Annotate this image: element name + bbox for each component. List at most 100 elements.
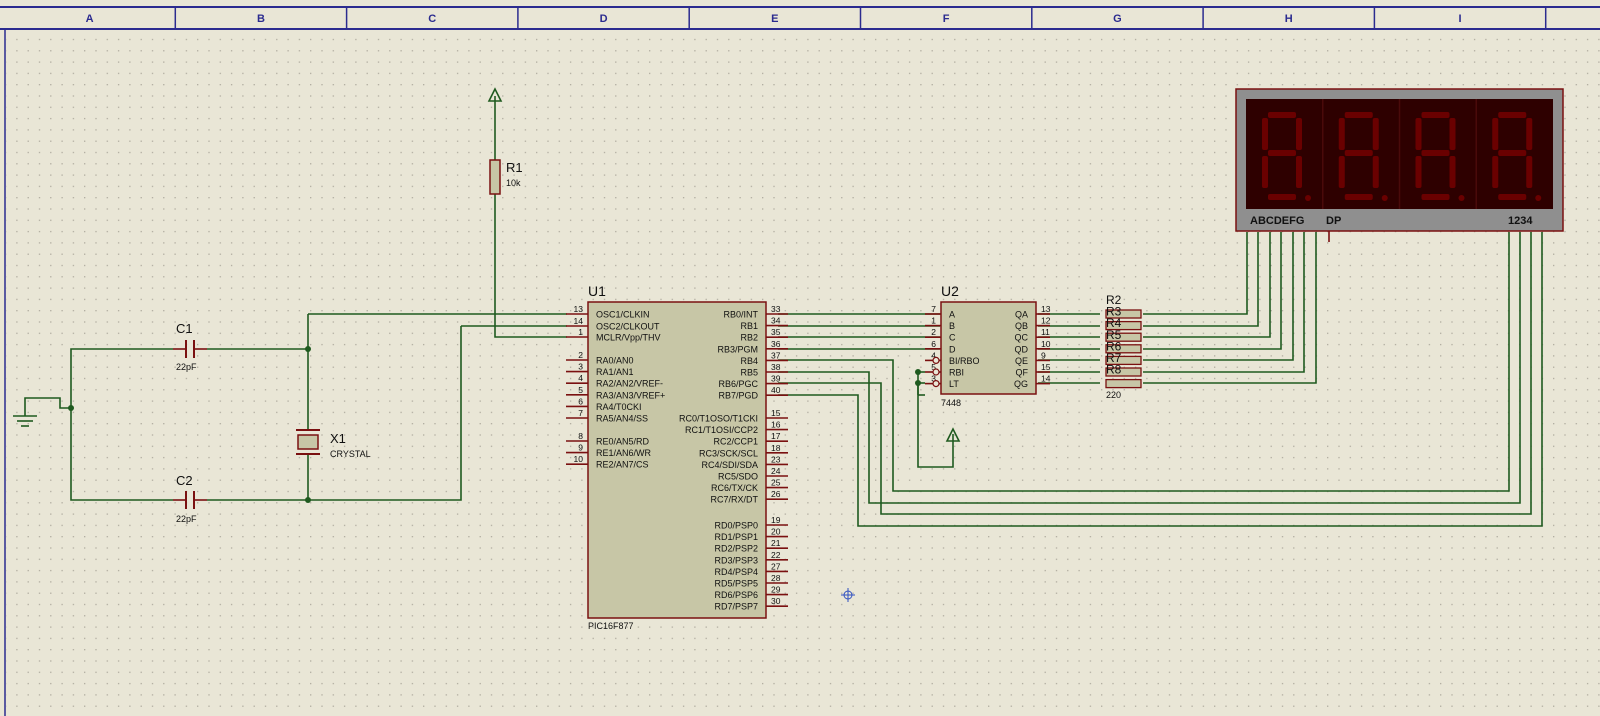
pin-label: C — [949, 333, 956, 343]
wires — [24, 96, 1543, 527]
resistor-body — [1105, 378, 1142, 389]
wire-seg-g — [1143, 232, 1317, 384]
power-terminal-r1[interactable] — [487, 87, 503, 102]
wire-c1-c2-left — [70, 348, 173, 501]
pin-number: 35 — [771, 327, 781, 337]
pin-label: D — [949, 344, 956, 354]
wire-osc2-x1 — [308, 326, 462, 501]
resistor-ref: R6 — [1106, 339, 1122, 353]
pin-number: 1 — [931, 316, 936, 326]
pin-number: 9 — [578, 443, 583, 453]
pin-label: RC1/T1OSI/CCP2 — [685, 425, 758, 435]
pin-number: 23 — [771, 454, 781, 464]
segment — [1268, 112, 1296, 118]
junction — [305, 497, 311, 503]
resistor-body — [1105, 332, 1142, 342]
capacitor-c2[interactable]: C2 22pF — [173, 473, 207, 524]
wire-rb7-digit4 — [778, 232, 1543, 527]
pin-number: 29 — [771, 585, 781, 595]
pin-number: 12 — [1041, 316, 1051, 326]
display-digit — [1398, 99, 1465, 209]
pin-label: RB7/PGD — [718, 391, 758, 401]
power-terminal-u2[interactable] — [945, 427, 961, 442]
segment — [1372, 118, 1379, 150]
pin-number: 15 — [1041, 362, 1051, 372]
c2-value: 22pF — [176, 514, 197, 524]
crystal-x1[interactable]: X1 CRYSTAL — [296, 429, 371, 459]
pin-label: RA4/T0CKI — [596, 402, 642, 412]
pin-number: 33 — [771, 304, 781, 314]
pin-label: OSC1/CLKIN — [596, 310, 650, 320]
segment — [1268, 150, 1296, 156]
pin-number: 40 — [771, 385, 781, 395]
pin-label: RC5/SDO — [718, 472, 758, 482]
wire-seg-d — [1143, 232, 1282, 350]
pin-number: 37 — [771, 350, 781, 360]
ground-symbol[interactable] — [13, 415, 37, 427]
pin-number: 2 — [931, 327, 936, 337]
pin-number: 24 — [771, 466, 781, 476]
pin-label: A — [949, 310, 955, 320]
pin-label: RE1/AN6/WR — [596, 448, 652, 458]
wire-seg-f — [1143, 232, 1305, 373]
pin-number: 22 — [771, 550, 781, 560]
segment — [1498, 194, 1527, 200]
u1-ref: U1 — [588, 283, 606, 299]
segment — [1492, 156, 1499, 188]
pin-number: 4 — [578, 373, 583, 383]
decimal-point — [1535, 195, 1542, 201]
resistor-r1[interactable]: R1 10k — [489, 159, 523, 195]
pin-label: RC2/CCP1 — [713, 437, 758, 447]
pin-number: 9 — [1041, 350, 1046, 360]
pin-label: RD2/PSP2 — [714, 544, 758, 554]
x1-ref: X1 — [330, 431, 346, 446]
pin-number: 6 — [578, 396, 583, 406]
column-label: H — [1285, 13, 1293, 25]
segment — [1262, 156, 1268, 188]
wire-ground — [24, 397, 71, 416]
inverter-bubble — [932, 356, 940, 364]
decimal-point — [1305, 195, 1311, 201]
segment — [1498, 150, 1527, 156]
column-label: C — [428, 13, 436, 25]
pin-label: RA1/AN1 — [596, 367, 634, 377]
segment — [1415, 118, 1422, 150]
junction — [915, 369, 921, 375]
column-label: B — [257, 13, 265, 25]
pin-number: 16 — [771, 420, 781, 430]
wire-r1-mclr — [494, 194, 567, 338]
column-label: E — [771, 13, 778, 25]
pin-label: RB2 — [740, 333, 758, 343]
segment — [1344, 112, 1373, 118]
segment — [1526, 156, 1533, 188]
r1-value: 10k — [506, 178, 521, 188]
resistor-ref: R8 — [1106, 363, 1122, 377]
pin-label: QA — [1015, 310, 1028, 320]
pin-label: RC3/SCK/SCL — [699, 448, 758, 458]
column-label: A — [86, 13, 94, 25]
segment — [1492, 118, 1499, 150]
pin-label: B — [949, 321, 955, 331]
seven-segment-display[interactable]: ABCDEFG DP 1234 — [1235, 88, 1564, 242]
pin-number: 39 — [771, 374, 781, 384]
pin-number: 13 — [574, 304, 584, 314]
column-label: D — [600, 13, 608, 25]
pin-number: 2 — [578, 350, 583, 360]
pin-number: 4 — [931, 350, 936, 360]
pin-number: 5 — [931, 362, 936, 372]
resistor-body — [1105, 320, 1142, 331]
u2-ref: U2 — [941, 283, 959, 299]
pin-label: MCLR/Vpp/THV — [596, 333, 661, 343]
ic-u1-pic16f877[interactable]: U1 PIC16F877 13OSC1/CLKIN14OSC2/CLKOUT1M… — [566, 283, 788, 631]
pin-number: 19 — [771, 515, 781, 525]
wire-rb6-digit3 — [778, 232, 1532, 515]
wire-rb4-digit1 — [778, 232, 1510, 492]
pin-number: 7 — [578, 408, 583, 418]
capacitor-c1[interactable]: C1 22pF — [173, 321, 207, 372]
segment — [1338, 156, 1345, 188]
